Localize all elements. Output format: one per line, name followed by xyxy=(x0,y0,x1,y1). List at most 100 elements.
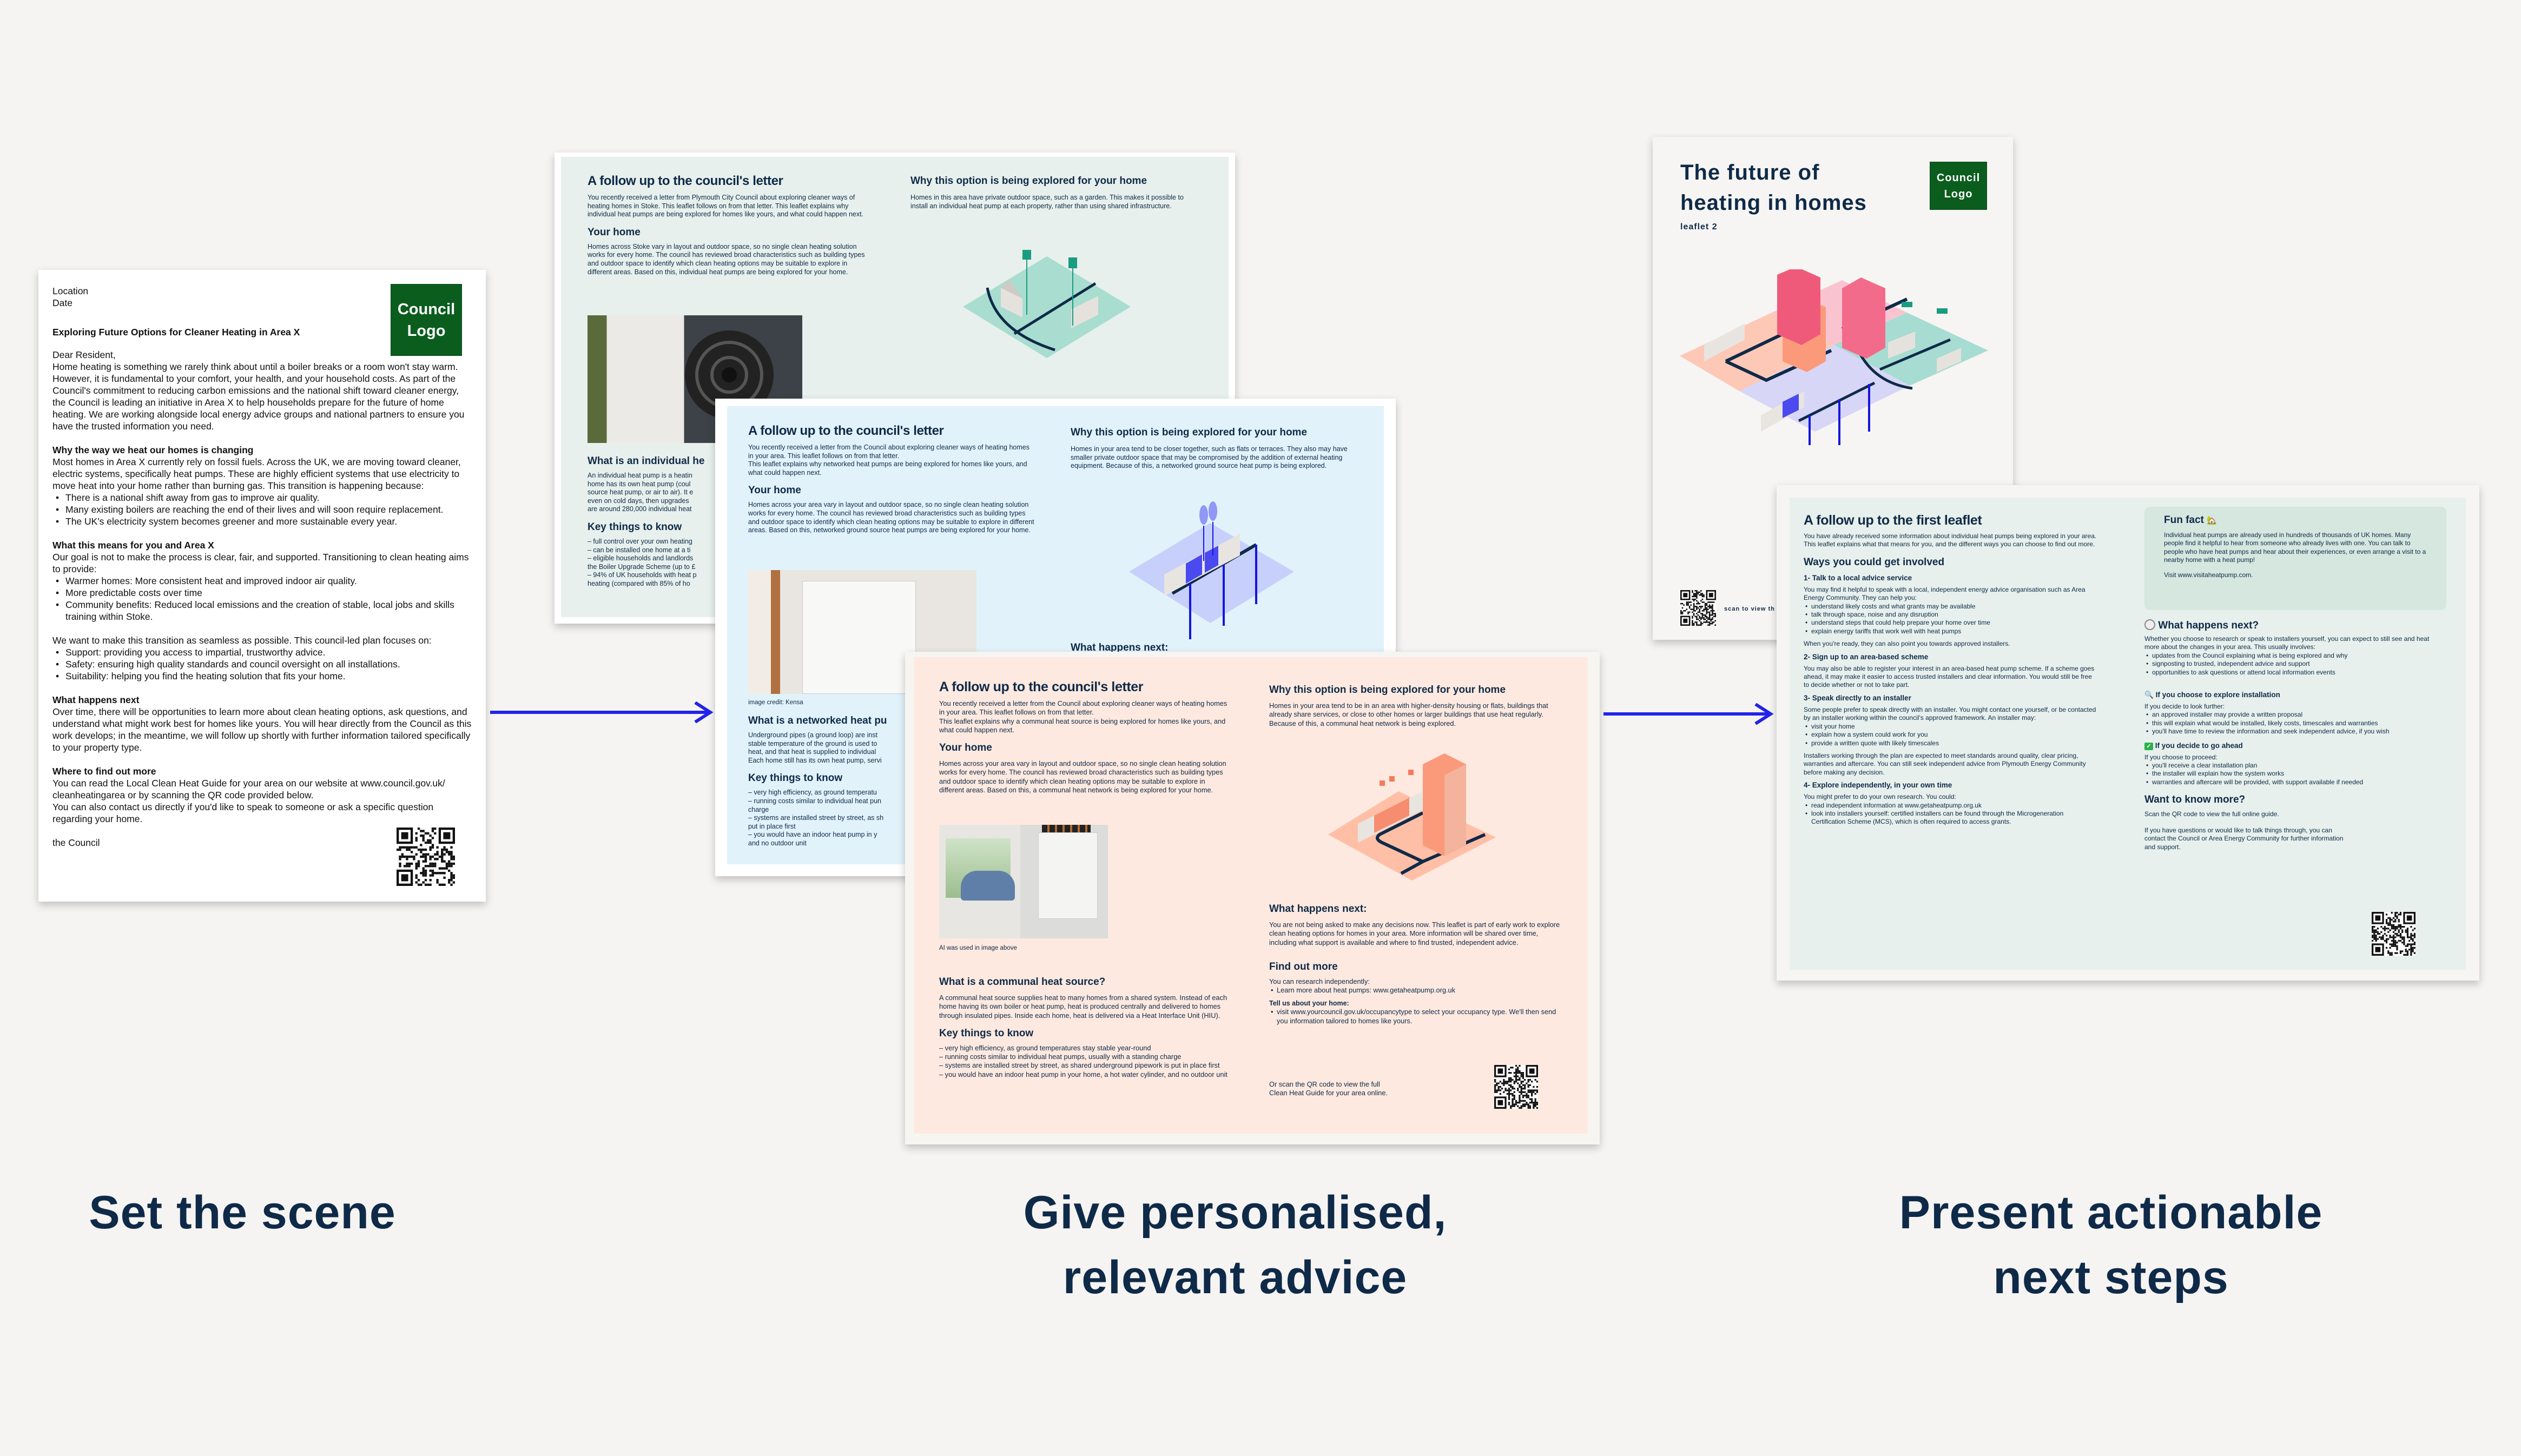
why-option-body: Homes in your area tend to be in an area… xyxy=(1269,701,1548,727)
letter-means-body: Our goal is not to make the process is c… xyxy=(52,552,469,574)
key-things-lines: – very high efficiency, as ground temper… xyxy=(939,1044,1229,1079)
communal-heat-network-illustration xyxy=(1328,753,1496,881)
what-happens-next-body: You are not being asked to make any deci… xyxy=(1269,921,1560,947)
key-things-lines: – very high efficiency, as ground temper… xyxy=(748,789,1073,848)
heading-what-is: What is an individual he xyxy=(588,455,705,467)
what-is-lines: Underground pipes (a ground loop) are in… xyxy=(748,731,1073,765)
letter-heading-more: Where to find out more xyxy=(52,766,156,777)
hiu-unit-box xyxy=(802,581,916,694)
letter-signoff: the Council xyxy=(52,837,100,848)
cover-subtitle: leaflet 2 xyxy=(1680,222,1718,231)
heating-options-map-illustration xyxy=(1680,269,1988,445)
list-item: Each home still has its own heat pump, s… xyxy=(748,756,882,764)
caption-personalised-advice: Give personalised, relevant advice xyxy=(1023,1187,1447,1303)
step-3-bullets: visit your homeexplain how a system coul… xyxy=(1804,723,2098,748)
qr-code[interactable] xyxy=(2372,912,2416,956)
explore-bullets: an approved installer may provide a writ… xyxy=(2144,711,2431,736)
leaflet-intro: You recently received a letter from Plym… xyxy=(588,194,864,219)
list-item: provide a written quote with likely time… xyxy=(1804,739,2098,748)
list-item: this will explain what would be installe… xyxy=(2144,719,2431,728)
heading-your-home: Your home xyxy=(748,485,801,497)
list-item: and no outdoor unit xyxy=(748,839,807,847)
fun-fact-link[interactable]: Visit www.visitaheatpump.com. xyxy=(2164,571,2253,579)
list-item: visit your home xyxy=(1804,723,2098,731)
list-item: look into installers yourself: certified… xyxy=(1804,810,2098,826)
letter-heading-why: Why the way we heat our homes is changin… xyxy=(52,445,254,455)
heading-tell-us: Tell us about your home: xyxy=(1269,1000,1349,1008)
list-item: understand steps that could help prepare… xyxy=(1804,619,2098,627)
list-item: explain how a system could work for you xyxy=(1804,731,2098,739)
your-home-body: Homes across Stoke vary in layout and ou… xyxy=(588,242,865,276)
scan-instruction: scan to view th xyxy=(1724,606,1775,612)
find-out-more-links: Learn more about heat pumps: www.getahea… xyxy=(1269,986,1561,995)
arrow-right-icon xyxy=(1603,703,1774,725)
why-option-body: Homes in this area have private outdoor … xyxy=(910,194,1184,210)
heading-what-happens-next: What happens next: xyxy=(1071,642,1169,653)
leaflet-intro: You recently received a letter from the … xyxy=(748,444,1029,476)
image-caption: AI was used in image above xyxy=(939,945,1017,951)
letter-subject: Exploring Future Options for Cleaner Hea… xyxy=(52,327,300,337)
council-logo: Council Logo xyxy=(391,284,462,356)
step-2-body: You may also be able to register your in… xyxy=(1804,664,2095,689)
list-item: The UK's electricity system becomes gree… xyxy=(65,515,472,527)
qr-code[interactable] xyxy=(1680,590,1716,626)
letter-means-bullets: Warmer homes: More consistent heat and i… xyxy=(52,575,472,623)
list-item: updates from the Council explaining what… xyxy=(2144,652,2431,660)
list-item: the Boiler Upgrade Scheme (up to £ xyxy=(588,562,696,571)
leaflet-communal-heat: A follow up to the council's letter You … xyxy=(905,652,1600,1144)
qr-code-graphic xyxy=(1680,590,1716,626)
list-item: you'll receive a clear installation plan xyxy=(2144,762,2431,770)
list-item: heat, and that heat is supplied to indiv… xyxy=(748,748,876,756)
list-item: visit www.yourcouncil.gov.uk/occupancyty… xyxy=(1269,1008,1561,1025)
leaflet-next-steps: A follow up to the first leaflet You hav… xyxy=(1777,485,2479,981)
individual-heat-pump-illustration xyxy=(963,250,1131,358)
qr-code[interactable] xyxy=(397,828,455,886)
step-1-after: When you're ready, they can also point y… xyxy=(1804,640,2010,648)
arrow-right-icon xyxy=(490,701,714,723)
leaflet-intro: You have already received some informati… xyxy=(1804,532,2097,548)
list-item: Underground pipes (a ground loop) are in… xyxy=(748,731,878,739)
letter-heading-means: What this means for you and Area X xyxy=(52,540,214,551)
list-item: Safety: ensuring high quality standards … xyxy=(65,658,472,670)
list-item: – you would have an indoor heat pump in … xyxy=(939,1070,1227,1078)
your-home-body: Homes across your area vary in layout an… xyxy=(939,759,1226,795)
list-item: warranties and aftercare will be provide… xyxy=(2144,778,2431,787)
want-to-know-contact: If you have questions or would like to t… xyxy=(2144,826,2344,851)
what-happens-next-body: Whether you choose to research or speak … xyxy=(2144,635,2430,651)
list-item: More predictable costs over time xyxy=(65,587,472,599)
list-item: stable temperature of the ground is used… xyxy=(748,739,877,747)
list-item: an approved installer may provide a writ… xyxy=(2144,711,2431,719)
heading-want-to-know-more: Want to know more? xyxy=(2144,794,2246,806)
heading-key-things: Key things to know xyxy=(939,1027,1034,1039)
cover-title: The future of heating in homes xyxy=(1680,161,1867,215)
family-figures xyxy=(961,871,1015,901)
list-item: talk through space, noise and any disrup… xyxy=(1804,611,2098,619)
caption-set-the-scene: Set the scene xyxy=(89,1187,396,1239)
caption-actionable-next-steps: Present actionable next steps xyxy=(1899,1187,2323,1303)
letter-plan-bullets: Support: providing you access to imparti… xyxy=(52,646,472,682)
list-item: Many existing boilers are reaching the e… xyxy=(65,504,472,515)
fun-fact-heading: Fun fact xyxy=(2164,514,2204,526)
fun-fact-body: Individual heat pumps are already used i… xyxy=(2164,531,2426,564)
list-item: heating (compared with 85% of ho xyxy=(588,579,690,587)
list-item: Support: providing you access to imparti… xyxy=(65,646,472,658)
letter-location: Location xyxy=(52,286,89,296)
step-1-bullets: understand likely costs and what grants … xyxy=(1804,603,2098,636)
step-3-body: Some people prefer to speak directly wit… xyxy=(1804,705,2096,722)
list-item: – very high efficiency, as ground temper… xyxy=(939,1043,1151,1052)
list-item: Suitability: helping you find the heatin… xyxy=(65,670,472,682)
list-item: An individual heat pump is a heatin xyxy=(588,472,692,479)
council-logo: Council Logo xyxy=(1930,162,1987,210)
step-2-heading: 2- Sign up to an area-based scheme xyxy=(1804,652,1929,661)
key-things-lines: – full control over your own heating– ca… xyxy=(588,538,912,588)
heading-ways-involved: Ways you could get involved xyxy=(1804,556,1945,568)
step-3-heading: 3- Speak directly to an installer xyxy=(1804,693,1911,702)
qr-code[interactable] xyxy=(1494,1065,1538,1109)
find-out-more-intro: You can research independently: xyxy=(1269,977,1370,985)
list-item: – 94% of UK households with heat p xyxy=(588,571,697,579)
list-item: opportunities to ask questions or attend… xyxy=(2144,669,2431,677)
list-item: – very high efficiency, as ground temper… xyxy=(748,789,877,797)
list-item: There is a national shift away from gas … xyxy=(65,492,472,504)
tell-us-bullets: visit www.yourcouncil.gov.uk/occupancyty… xyxy=(1269,1008,1561,1025)
